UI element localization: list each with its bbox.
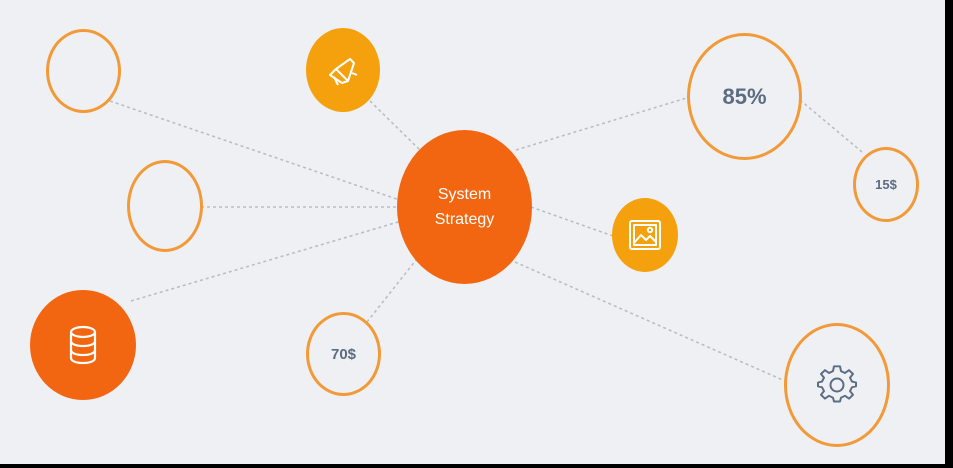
price-bottom-text: 70$: [330, 345, 357, 363]
connector-gear: [514, 261, 786, 382]
price-small-text: 15$: [875, 177, 897, 192]
connector-image: [530, 206, 617, 238]
price-node-bottom: 70$: [306, 312, 381, 396]
database-icon: [69, 325, 97, 365]
gear-icon: [817, 365, 857, 403]
database-node: [30, 290, 136, 400]
percent-node: 85%: [687, 33, 802, 160]
percent-text: 85%: [722, 83, 767, 109]
megaphone-node: [306, 28, 380, 112]
connector-top-left: [109, 100, 421, 208]
connector-percent-to-price: [799, 99, 863, 153]
price-node-small: 15$: [853, 147, 919, 222]
center-node: System Strategy: [397, 130, 532, 284]
image-icon: [629, 220, 661, 250]
empty-node-top-left: [46, 29, 121, 113]
connector-bottom-price: [366, 254, 421, 323]
connector-bottom-left: [130, 216, 416, 302]
connector-megaphone: [369, 100, 426, 156]
center-node-line2: Strategy: [434, 211, 495, 228]
image-node: [612, 198, 678, 272]
connector-percent: [515, 95, 694, 151]
center-node-label: System Strategy: [435, 182, 495, 232]
gear-node: [784, 323, 890, 447]
empty-node-middle-left: [127, 160, 203, 252]
megaphone-icon: [329, 58, 358, 86]
center-node-line1: System: [437, 186, 492, 203]
